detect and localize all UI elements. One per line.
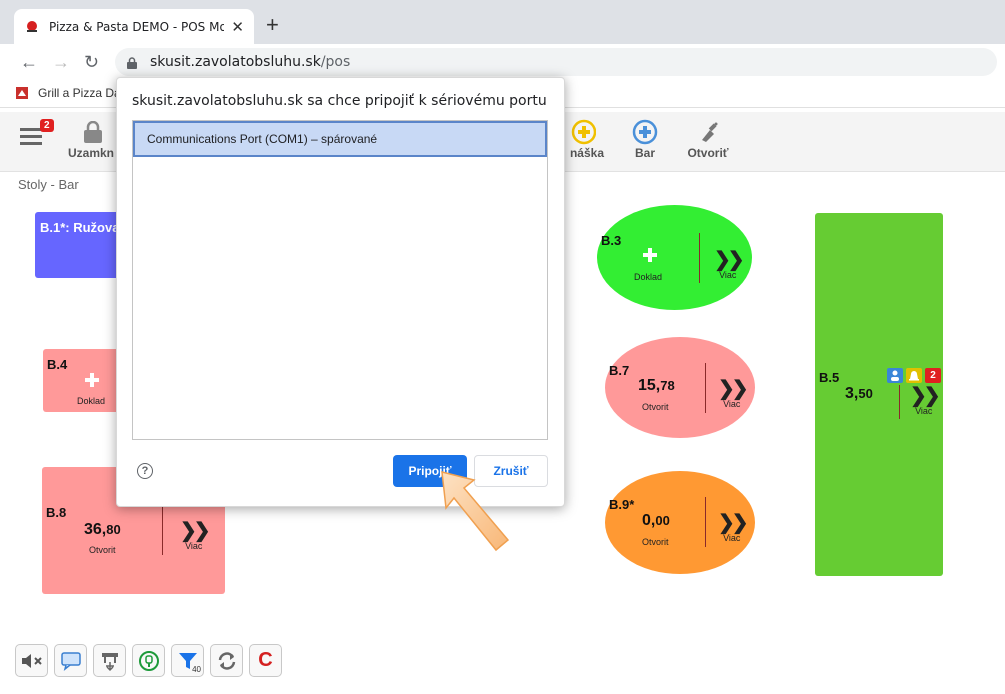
bar-label: Bar [634, 146, 655, 160]
padlock-icon [84, 121, 102, 143]
table-amount: 15,78 [638, 377, 675, 394]
table-divider [699, 233, 700, 283]
bell-icon [906, 368, 922, 383]
cancel-button[interactable]: Zrušiť [474, 455, 548, 487]
table-name: B.3 [601, 233, 622, 248]
bar-button[interactable]: Bar [630, 118, 660, 160]
menu-badge: 2 [40, 119, 54, 132]
speaker-mute-icon [21, 653, 42, 668]
add-circle-yellow-icon [571, 119, 596, 145]
add-icon[interactable] [643, 248, 657, 262]
filter-icon [178, 652, 197, 669]
mute-button[interactable] [15, 644, 48, 677]
refresh-button[interactable] [210, 644, 243, 677]
bookmark-favicon-icon [15, 86, 29, 100]
help-icon[interactable]: ? [137, 463, 153, 479]
table-amount: 0,00 [642, 512, 670, 529]
table-b7[interactable]: B.7 15,78 Otvorit ❯❯Viac [605, 337, 755, 438]
filter-button[interactable]: 40 [171, 644, 204, 677]
bookmark-label: Grill a Pizza Da [38, 86, 121, 100]
chevron-right-icon: ❯❯ [718, 512, 748, 534]
pointer-arrow-icon [441, 471, 510, 552]
table-divider [705, 363, 706, 413]
add-icon[interactable] [85, 373, 99, 387]
serial-port-dialog: skusit.zavolatobsluhu.sk sa chce pripoji… [116, 77, 565, 507]
table-status: Otvorit [89, 545, 116, 555]
table-b4[interactable]: B.4 Doklad [43, 349, 125, 412]
table-status: Otvorit [642, 402, 669, 412]
tab-close-icon[interactable]: ✕ [231, 19, 244, 36]
reload-icon[interactable]: ↻ [84, 52, 100, 72]
filter-count: 40 [192, 665, 201, 674]
table-action[interactable]: Doklad [634, 272, 663, 282]
hamburger-icon [20, 128, 42, 145]
more-button[interactable]: ❯❯Viac [718, 378, 748, 409]
table-name: B.4 [47, 357, 68, 372]
browser-tabstrip: Pizza & Pasta DEMO - POS Mobil ✕ + [0, 0, 1005, 44]
table-b3[interactable]: B.3 Doklad ❯❯Viac [597, 205, 752, 310]
table-b9[interactable]: B.9* 0,00 Otvorit ❯❯Viac [605, 471, 755, 574]
table-divider [705, 497, 706, 547]
move-table-button[interactable] [93, 644, 126, 677]
chevron-right-icon: ❯❯ [910, 385, 940, 407]
table-name: B.1*: Ružova [40, 220, 120, 235]
refresh-icon [218, 651, 235, 670]
clear-button[interactable]: C [249, 644, 282, 677]
lock-button[interactable]: Uzamkn [68, 118, 118, 160]
lock-label: Uzamkn [68, 146, 115, 160]
forward-icon[interactable]: → [52, 52, 70, 72]
lamp-button[interactable] [132, 644, 165, 677]
more-button[interactable]: ❯❯Viac [714, 249, 744, 280]
table-name: B.9* [609, 497, 635, 512]
takeaway-button[interactable]: náška [560, 118, 604, 160]
port-option[interactable]: Communications Port (COM1) – spárované [133, 121, 547, 157]
new-tab-icon[interactable]: + [266, 12, 279, 37]
tab-title: Pizza & Pasta DEMO - POS Mobil [49, 19, 224, 34]
table-b5[interactable]: B.5 3,50 2 ❯❯Viac [815, 213, 943, 576]
table-amount: 36,80 [84, 521, 121, 538]
more-button[interactable]: ❯❯Viac [910, 385, 940, 416]
table-action[interactable]: Doklad [77, 396, 106, 406]
menu-button[interactable]: 2 [20, 119, 54, 149]
table-b1[interactable]: B.1*: Ružova [35, 212, 125, 278]
site-favicon-icon [24, 19, 40, 35]
table-move-icon [101, 652, 118, 671]
address-bar[interactable]: skusit.zavolatobsluhu.sk/pos [115, 48, 997, 76]
bookmark-item[interactable]: Grill a Pizza Da [15, 86, 121, 100]
message-button[interactable] [54, 644, 87, 677]
chat-icon [60, 651, 81, 671]
chevron-right-icon: ❯❯ [714, 249, 744, 271]
table-divider [899, 385, 900, 419]
table-name: B.8 [46, 505, 67, 520]
bottom-toolbar: 40 C [15, 644, 282, 678]
back-icon[interactable]: ← [20, 52, 38, 72]
table-amount: 3,50 [845, 385, 873, 402]
browser-toolbar: ← → ↻ skusit.zavolatobsluhu.sk/pos [0, 44, 1005, 80]
lock-icon [127, 56, 137, 69]
b5-count-badge: 2 [925, 368, 941, 383]
person-icon [887, 368, 903, 383]
add-circle-blue-icon [632, 119, 658, 145]
chevron-right-icon: ❯❯ [718, 378, 748, 400]
bottle-icon [702, 122, 718, 142]
table-name: B.5 [819, 370, 840, 385]
dialog-title: skusit.zavolatobsluhu.sk sa chce pripoji… [132, 93, 547, 109]
section-title: Stoly - Bar [18, 177, 79, 192]
open-label: Otvoriť [687, 146, 729, 160]
port-list[interactable]: Communications Port (COM1) – spárované [132, 120, 548, 440]
takeaway-label: náška [569, 146, 604, 160]
url-text: skusit.zavolatobsluhu.sk/pos [150, 54, 351, 70]
open-button[interactable]: Otvoriť [686, 118, 730, 160]
lightbulb-icon [138, 650, 159, 671]
browser-tab[interactable]: Pizza & Pasta DEMO - POS Mobil ✕ [14, 9, 254, 44]
more-button[interactable]: ❯❯Viac [180, 520, 210, 551]
more-button[interactable]: ❯❯Viac [718, 512, 748, 543]
table-name: B.7 [609, 363, 630, 378]
table-status: Otvorit [642, 537, 669, 547]
chevron-right-icon: ❯❯ [180, 520, 210, 542]
table-divider [162, 505, 163, 555]
